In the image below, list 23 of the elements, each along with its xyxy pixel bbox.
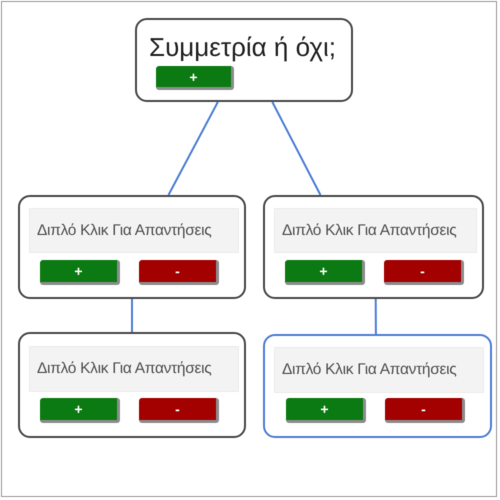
question-text: Συμμετρία ή όχι;	[149, 32, 336, 62]
plus-button: +	[156, 66, 234, 90]
card	[18, 195, 246, 299]
answer-area: Διπλό Κλικ Για Απαντήσεις	[29, 208, 239, 253]
plus-button: +	[40, 260, 120, 285]
card	[18, 332, 246, 438]
connector-line	[131, 299, 133, 332]
card	[263, 195, 484, 299]
connector-line	[168, 102, 219, 196]
plus-button: +	[285, 260, 365, 285]
minus-button: -	[385, 398, 465, 423]
answer-area: Διπλό Κλικ Για Απαντήσεις	[274, 347, 484, 393]
minus-button: -	[139, 398, 219, 423]
plus-button: +	[40, 398, 120, 423]
connector-line	[271, 102, 322, 196]
plus-button: +	[286, 398, 366, 423]
connector-line	[374, 299, 377, 334]
answer-area: Διπλό Κλικ Για Απαντήσεις	[274, 208, 477, 253]
answer-area: Διπλό Κλικ Για Απαντήσεις	[29, 346, 239, 392]
minus-button: -	[384, 260, 464, 285]
card	[135, 18, 353, 102]
card	[263, 334, 492, 438]
minus-button: -	[139, 260, 219, 285]
